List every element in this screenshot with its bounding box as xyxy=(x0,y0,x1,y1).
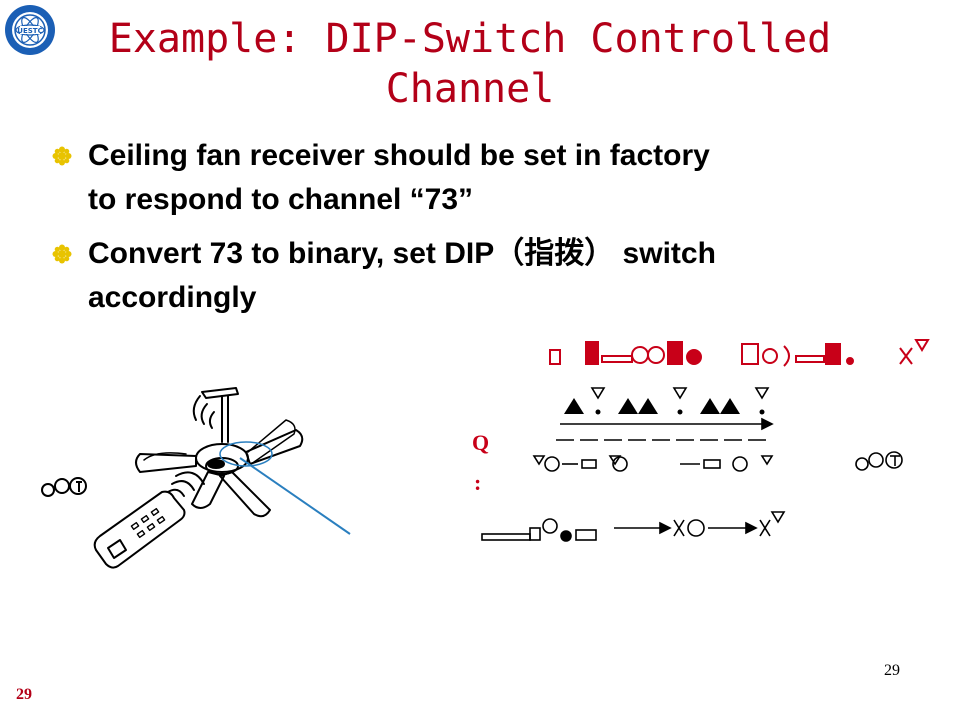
bullet-item: Convert 73 to binary, set DIP（指拨） switch… xyxy=(52,232,932,320)
diagram-label-colon: : xyxy=(474,470,481,495)
bullet-line: Convert 73 to binary, set DIP（指拨） switch xyxy=(88,237,716,270)
slide-title-line-2: Channel xyxy=(385,66,555,112)
footer-page-number: 29 xyxy=(16,686,32,703)
ceiling-fan-illustration xyxy=(41,387,351,569)
page-number: 29 xyxy=(884,662,900,679)
bullet-line: to respond to channel “73” xyxy=(88,183,474,216)
bullet-line: Ceiling fan receiver should be set in fa… xyxy=(88,139,710,172)
symbol-diagram: Q : xyxy=(472,339,930,542)
flower-bullet-icon xyxy=(52,244,72,264)
slide-title-line-1: Example: DIP-Switch Controlled xyxy=(108,16,832,62)
diagram-label-q: Q xyxy=(472,430,489,455)
flower-bullet-icon xyxy=(52,146,72,166)
slide-title: Example: DIP-Switch Controlled Channel xyxy=(60,14,880,114)
bullet-line: accordingly xyxy=(88,281,257,314)
bullet-item: Ceiling fan receiver should be set in fa… xyxy=(52,134,932,222)
university-seal-icon: UESTC xyxy=(5,5,55,55)
bullet-list: Ceiling fan receiver should be set in fa… xyxy=(52,134,932,330)
svg-text:UESTC: UESTC xyxy=(17,27,42,35)
